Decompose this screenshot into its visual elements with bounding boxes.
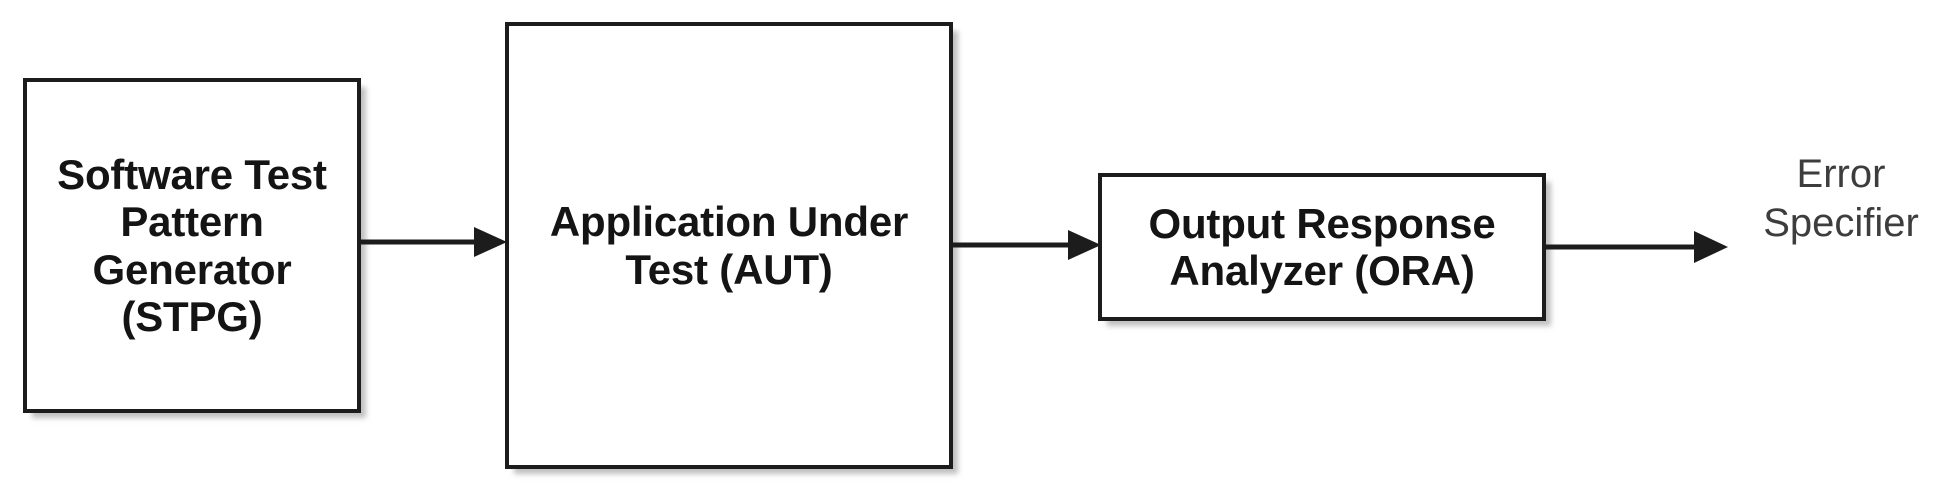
node-label-aut: Application Under Test (AUT) xyxy=(549,198,909,293)
node-label-stpg: Software Test Pattern Generator (STPG) xyxy=(57,151,327,340)
arrow-ora-to-error-specifier xyxy=(1543,231,1728,263)
node-output-response-analyzer[interactable]: Output Response Analyzer (ORA) xyxy=(1098,173,1546,321)
node-software-test-pattern-generator[interactable]: Software Test Pattern Generator (STPG) xyxy=(23,78,361,413)
label-error-specifier: Error Specifier xyxy=(1763,152,1919,245)
node-application-under-test[interactable]: Application Under Test (AUT) xyxy=(505,22,953,469)
node-label-ora: Output Response Analyzer (ORA) xyxy=(1148,199,1496,294)
arrow-aut-to-ora xyxy=(950,230,1101,260)
arrow-stpg-to-aut xyxy=(358,227,507,257)
